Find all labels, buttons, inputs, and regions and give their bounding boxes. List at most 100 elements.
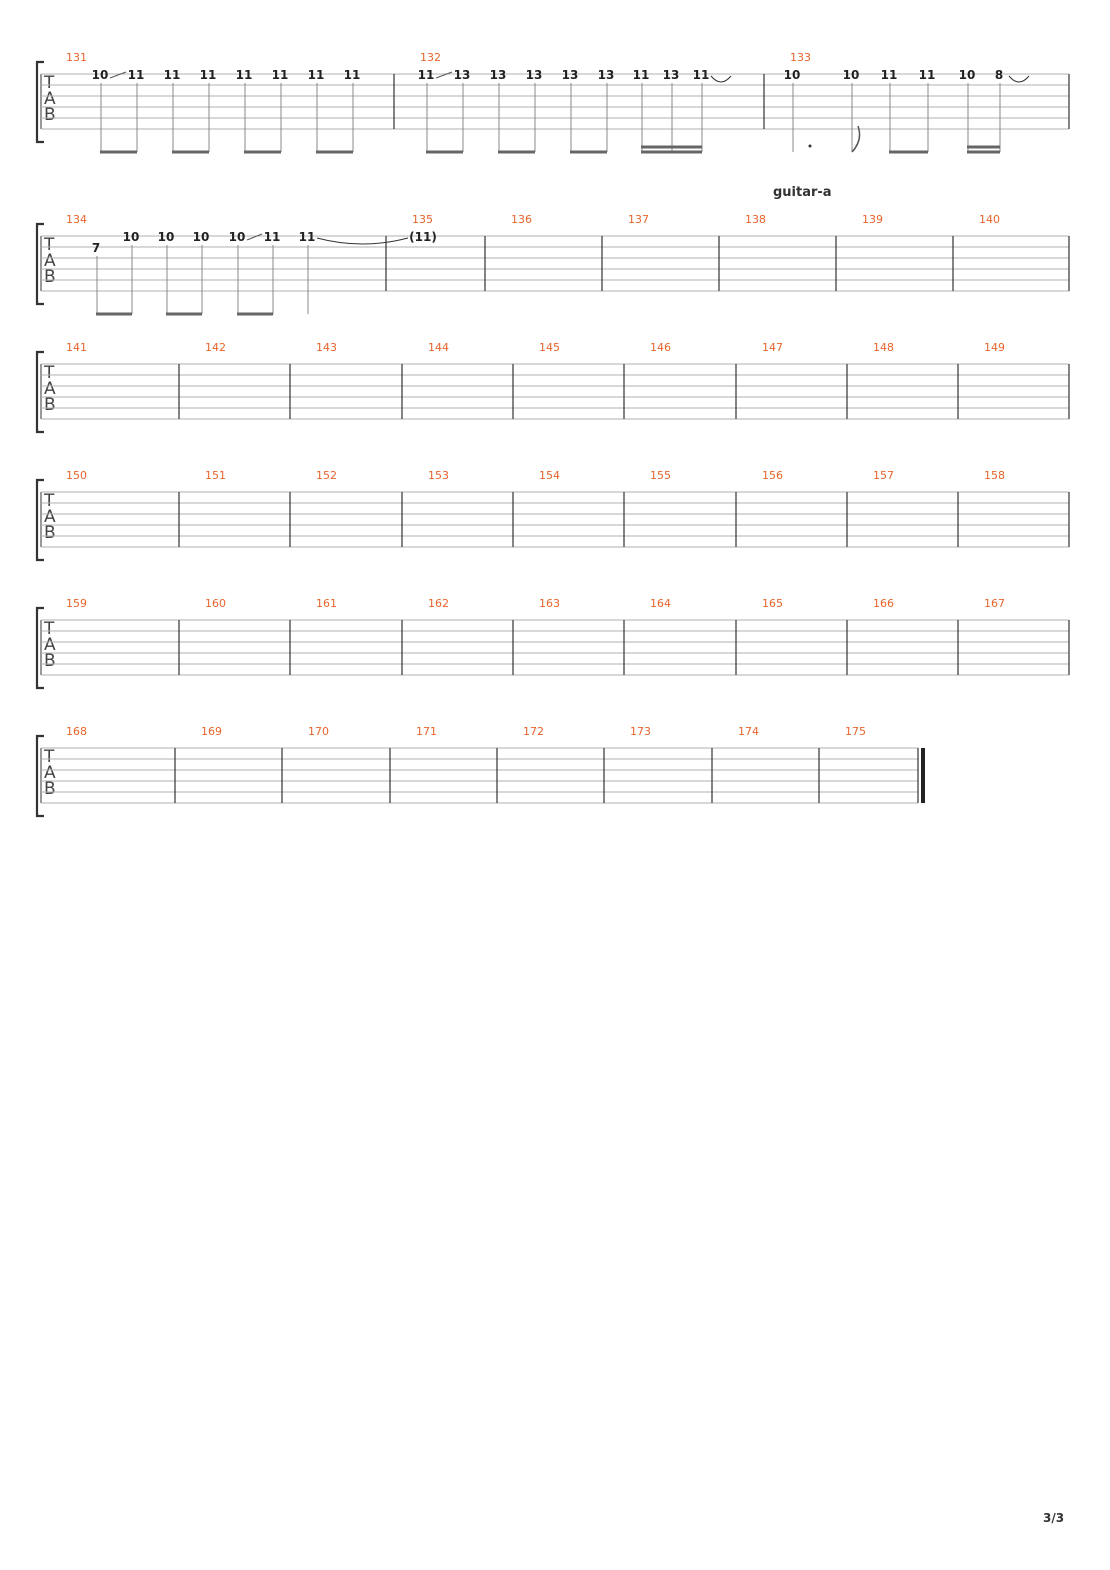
measure-number: 155 [650, 469, 671, 482]
fret-number: 10 [843, 68, 860, 82]
fret-number: 11 [264, 230, 281, 244]
tab-clef-letter: B [44, 651, 56, 671]
tab-clef-letter: A [44, 635, 56, 655]
measure-number: 166 [873, 597, 894, 610]
measure-number: 140 [979, 213, 1000, 226]
measure-number: 138 [745, 213, 766, 226]
measure-number: 143 [316, 341, 337, 354]
tab-clef-letter: A [44, 763, 56, 783]
measure-number: 131 [66, 51, 87, 64]
measure-number: 169 [201, 725, 222, 738]
page-number: 3/3 [1043, 1511, 1065, 1525]
measure-number: 149 [984, 341, 1005, 354]
measure-number: 172 [523, 725, 544, 738]
measure-number: 153 [428, 469, 449, 482]
tab-clef-letter: B [44, 267, 56, 287]
measure-number: 134 [66, 213, 87, 226]
measure-number: 157 [873, 469, 894, 482]
measure-number: 132 [420, 51, 441, 64]
fret-number: 8 [995, 68, 1003, 82]
tab-clef-letter: B [44, 395, 56, 415]
measure-number: 164 [650, 597, 671, 610]
measure-number: 161 [316, 597, 337, 610]
measure-number: 165 [762, 597, 783, 610]
tab-clef-letter: T [43, 235, 55, 255]
tab-clef-letter: A [44, 89, 56, 109]
measure-number: 168 [66, 725, 87, 738]
slide-mark [109, 71, 127, 79]
fret-number: 7 [92, 241, 100, 255]
fret-number: 13 [454, 68, 471, 82]
measure-number: 135 [412, 213, 433, 226]
measure-number: 170 [308, 725, 329, 738]
measure-number: 139 [862, 213, 883, 226]
slide-mark [246, 233, 263, 241]
fret-number: 10 [158, 230, 175, 244]
measure-number: 136 [511, 213, 532, 226]
measure-number: 150 [66, 469, 87, 482]
tab-clef-letter: A [44, 379, 56, 399]
note-flag [851, 125, 861, 153]
measure-number: 145 [539, 341, 560, 354]
fret-number: 11 [272, 68, 289, 82]
fret-number: 11 [200, 68, 217, 82]
tab-clef-letter: T [43, 491, 55, 511]
fret-number: 13 [526, 68, 543, 82]
measure-number: 148 [873, 341, 894, 354]
measure-number: 162 [428, 597, 449, 610]
track-annotation: guitar-a [773, 185, 832, 200]
measure-number: 171 [416, 725, 437, 738]
measure-number: 154 [539, 469, 560, 482]
fret-number: 11 [236, 68, 253, 82]
fret-number: 13 [562, 68, 579, 82]
fret-number: 11 [128, 68, 145, 82]
final-barline-thick [921, 748, 925, 803]
measure-number: 173 [630, 725, 651, 738]
fret-number: 13 [598, 68, 615, 82]
measure-number: 156 [762, 469, 783, 482]
measure-number: 152 [316, 469, 337, 482]
measure-number: 137 [628, 213, 649, 226]
measure-number: 141 [66, 341, 87, 354]
fret-number: 11 [344, 68, 361, 82]
tab-clef-letter: A [44, 507, 56, 527]
system-bracket [35, 222, 44, 306]
fret-number: 11 [299, 230, 316, 244]
fret-number: 10 [123, 230, 140, 244]
measure-number: 133 [790, 51, 811, 64]
fret-number: (11) [409, 230, 437, 244]
fret-number: 10 [92, 68, 109, 82]
fret-number: 11 [308, 68, 325, 82]
tab-clef-letter: B [44, 523, 56, 543]
tie-mark [710, 75, 732, 83]
fret-number: 10 [784, 68, 801, 82]
fret-number: 11 [633, 68, 650, 82]
system-bracket [35, 734, 44, 818]
measure-number: 175 [845, 725, 866, 738]
tab-clef-letter: B [44, 779, 56, 799]
system-bracket [35, 606, 44, 690]
fret-number: 10 [193, 230, 210, 244]
fret-number: 13 [663, 68, 680, 82]
measure-number: 151 [205, 469, 226, 482]
fret-number: 11 [164, 68, 181, 82]
measure-number: 160 [205, 597, 226, 610]
fret-number: 11 [693, 68, 710, 82]
measure-number: 163 [539, 597, 560, 610]
measure-number: 167 [984, 597, 1005, 610]
measure-number: 158 [984, 469, 1005, 482]
tab-clef-letter: T [43, 619, 55, 639]
fret-number: 10 [959, 68, 976, 82]
fret-number: 11 [881, 68, 898, 82]
fret-number: 10 [229, 230, 246, 244]
dot-mark [808, 144, 812, 148]
measure-number: 174 [738, 725, 759, 738]
measure-number: 142 [205, 341, 226, 354]
system-bracket [35, 60, 44, 144]
tab-clef-letter: T [43, 363, 55, 383]
tab-clef-letter: T [43, 73, 55, 93]
tie-mark [1008, 75, 1030, 83]
tab-clef-letter: T [43, 747, 55, 767]
fret-number: 11 [418, 68, 435, 82]
